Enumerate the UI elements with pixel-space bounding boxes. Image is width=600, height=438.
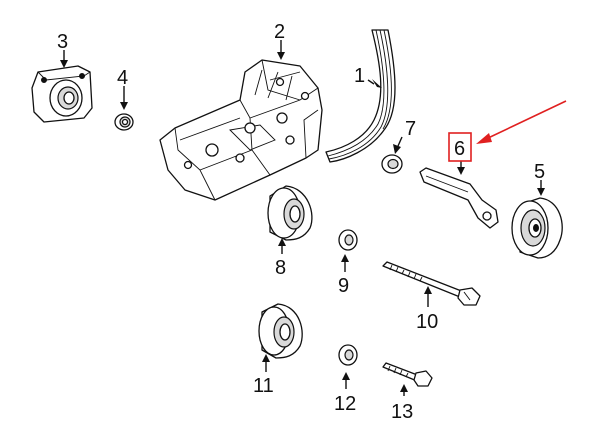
callout-12: 12 bbox=[334, 393, 356, 415]
short-bolt-part bbox=[382, 362, 433, 387]
callout-7: 7 bbox=[405, 118, 416, 140]
highlight-pointer bbox=[448, 100, 567, 162]
leader-lines bbox=[60, 40, 545, 396]
callout-6: 6 bbox=[454, 138, 465, 160]
drive-belt-part bbox=[325, 29, 396, 163]
callout-2: 2 bbox=[274, 21, 285, 43]
callout-9: 9 bbox=[338, 275, 349, 297]
washer-part-12 bbox=[338, 344, 358, 366]
mount-flange-part bbox=[31, 65, 93, 123]
housing-bracket-part bbox=[159, 59, 323, 201]
washer-part-9 bbox=[338, 229, 358, 251]
pulley-part-5 bbox=[511, 197, 563, 259]
callout-3: 3 bbox=[57, 31, 68, 53]
callout-13: 13 bbox=[391, 401, 413, 423]
idler-pulley-part-8 bbox=[267, 185, 313, 241]
callout-4: 4 bbox=[117, 67, 128, 89]
bushing-part bbox=[114, 113, 134, 131]
callout-5: 5 bbox=[534, 161, 545, 183]
callout-8: 8 bbox=[275, 257, 286, 279]
washer-part-7 bbox=[381, 154, 403, 174]
idler-pulley-part-11 bbox=[258, 303, 303, 359]
callout-10: 10 bbox=[416, 311, 438, 333]
callout-11: 11 bbox=[253, 375, 274, 397]
callout-1: 1 bbox=[354, 65, 365, 87]
long-bolt-part bbox=[382, 261, 481, 306]
tensioner-arm-part bbox=[419, 167, 499, 229]
